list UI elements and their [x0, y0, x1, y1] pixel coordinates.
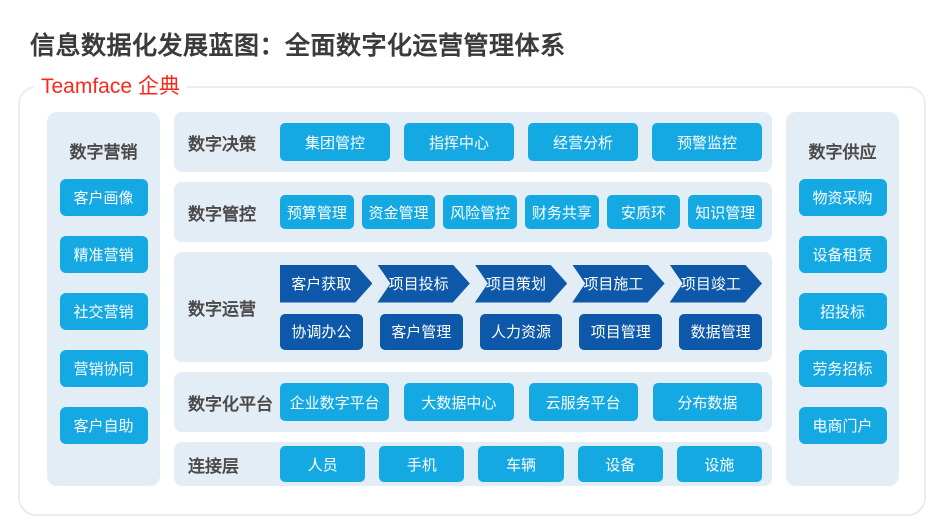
digital-marketing-title: 数字营销: [69, 143, 138, 162]
connection-chip: 设施: [676, 446, 763, 482]
connection-chip: 设备: [577, 446, 663, 482]
operation-chip: 客户管理: [379, 313, 463, 350]
platform-chip: 大数据中心: [404, 383, 514, 421]
digital-platform-items: 企业数字平台大数据中心云服务平台分布数据: [280, 383, 762, 421]
supply-chip: 劳务招标: [798, 350, 887, 387]
digital-marketing-panel: 数字营销 客户画像精准营销社交营销营销协同客户自助: [47, 112, 160, 486]
decision-chip: 经营分析: [528, 123, 638, 161]
digital-control-items: 预算管理资金管理风险管控财务共享安质环知识管理: [280, 195, 763, 229]
connection-chip: 人员: [280, 446, 366, 482]
marketing-chip: 社交营销: [59, 293, 148, 330]
row-digital-decision: 数字决策 集团管控指挥中心经营分析预警监控: [174, 112, 772, 172]
supply-chip: 设备租赁: [798, 236, 887, 273]
supply-chip: 招投标: [798, 293, 887, 330]
flow-arrow-step: 项目竣工: [670, 265, 762, 303]
marketing-chip: 营销协同: [59, 350, 148, 387]
operation-chip: 项目管理: [579, 313, 663, 350]
connection-chip: 车辆: [478, 446, 564, 482]
flow-arrow-step: 项目投标: [377, 265, 469, 303]
platform-chip: 企业数字平台: [280, 383, 390, 421]
row-digital-operation: 数字运营 客户获取项目投标项目策划项目施工项目竣工 协调办公客户管理人力资源项目…: [174, 252, 772, 362]
page-title: 信息数据化发展蓝图：全面数字化运营管理体系: [30, 32, 566, 60]
decision-chip: 指挥中心: [404, 123, 514, 161]
digital-operation-label: 数字运营: [188, 299, 256, 319]
marketing-chip: 客户画像: [59, 179, 148, 216]
connection-layer-items: 人员手机车辆设备设施: [280, 446, 763, 482]
marketing-chip: 精准营销: [59, 236, 148, 273]
supply-chip: 电商门户: [798, 407, 887, 444]
digital-platform-label: 数字化平台: [188, 394, 273, 414]
digital-supply-panel: 数字供应 物资采购设备租赁招投标劳务招标电商门户: [786, 112, 899, 486]
digital-marketing-items: 客户画像精准营销社交营销营销协同客户自助: [47, 179, 160, 444]
blueprint-frame: Teamface 企典 数字营销 客户画像精准营销社交营销营销协同客户自助 数字…: [18, 73, 926, 516]
connection-chip: 手机: [379, 446, 465, 482]
digital-supply-items: 物资采购设备租赁招投标劳务招标电商门户: [786, 179, 899, 444]
digital-supply-title: 数字供应: [808, 143, 877, 162]
digital-control-label: 数字管控: [188, 204, 256, 224]
blueprint-content: 数字营销 客户画像精准营销社交营销营销协同客户自助 数字决策 集团管控指挥中心经…: [20, 88, 924, 486]
connection-layer-label: 连接层: [188, 456, 239, 476]
digital-decision-items: 集团管控指挥中心经营分析预警监控: [280, 123, 762, 161]
control-chip: 安质环: [606, 195, 681, 229]
control-chip: 资金管理: [361, 195, 436, 229]
flow-arrow-step: 项目策划: [475, 265, 567, 303]
operation-flow-arrows: 客户获取项目投标项目策划项目施工项目竣工: [280, 265, 762, 303]
marketing-chip: 客户自助: [59, 407, 148, 444]
row-connection-layer: 连接层 人员手机车辆设备设施: [174, 442, 772, 486]
operation-chip: 协调办公: [280, 313, 363, 350]
digital-decision-label: 数字决策: [188, 134, 256, 154]
digital-operation-content: 客户获取项目投标项目策划项目施工项目竣工 协调办公客户管理人力资源项目管理数据管…: [280, 265, 762, 350]
supply-chip: 物资采购: [798, 179, 887, 216]
platform-chip: 云服务平台: [528, 383, 638, 421]
control-chip: 风险管控: [443, 195, 518, 229]
platform-chip: 分布数据: [652, 383, 762, 421]
decision-chip: 预警监控: [652, 123, 762, 161]
control-chip: 财务共享: [525, 195, 599, 229]
decision-chip: 集团管控: [280, 123, 390, 161]
operation-chip: 数据管理: [679, 313, 762, 350]
flow-arrow-step: 项目施工: [572, 265, 664, 303]
control-chip: 预算管理: [280, 195, 354, 229]
center-rows: 数字决策 集团管控指挥中心经营分析预警监控 数字管控 预算管理资金管理风险管控财…: [174, 112, 772, 486]
digital-operation-items: 协调办公客户管理人力资源项目管理数据管理: [280, 313, 762, 350]
row-digital-platform: 数字化平台 企业数字平台大数据中心云服务平台分布数据: [174, 372, 772, 432]
row-digital-control: 数字管控 预算管理资金管理风险管控财务共享安质环知识管理: [174, 182, 772, 242]
brand-label: Teamface 企典: [34, 73, 187, 101]
control-chip: 知识管理: [688, 195, 763, 229]
operation-chip: 人力资源: [479, 313, 563, 350]
flow-arrow-step: 客户获取: [280, 265, 372, 303]
